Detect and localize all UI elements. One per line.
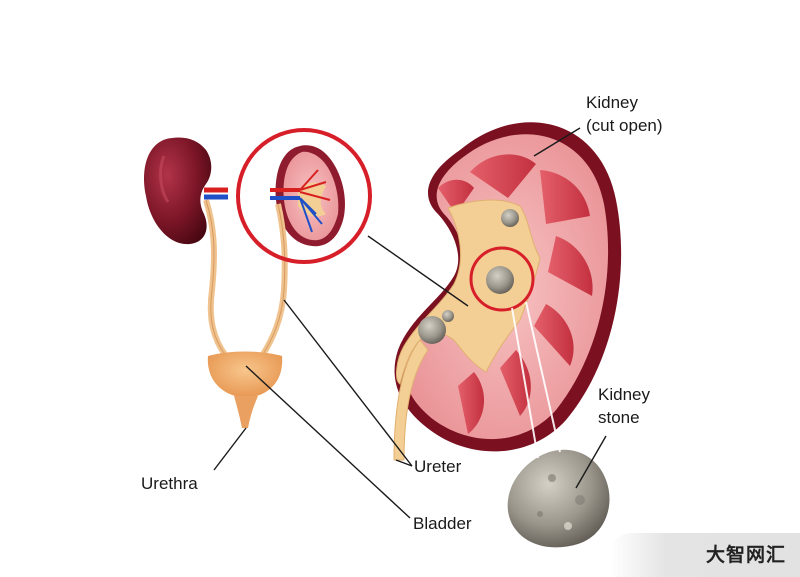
renal-pelvis (396, 199, 541, 385)
label-kidney-line2: (cut open) (586, 115, 663, 135)
renal-pyramids (438, 154, 593, 434)
label-stone-line1: Kidney (598, 385, 650, 404)
label-kidney-cut-open: Kidney (cut open) (586, 92, 663, 138)
ureter-left (203, 199, 229, 358)
watermark-text: 大智网汇 (705, 544, 786, 566)
zoom-circle-mini-kidney (270, 145, 346, 247)
label-ureter: Ureter (414, 457, 462, 476)
leader-lines (213, 127, 607, 519)
large-cut-kidney (393, 122, 622, 461)
label-urethra: Urethra (141, 474, 198, 493)
label-stone-line2: stone (598, 407, 640, 427)
whole-kidney (144, 137, 212, 245)
ureter-right-small (259, 203, 288, 358)
label-kidney-stone: Kidney stone (598, 384, 650, 430)
bladder-shape (207, 351, 283, 428)
kidney-stone-closeup (507, 449, 610, 548)
watermark-badge: 大智网汇 (610, 533, 800, 577)
stone-highlight-circle (469, 246, 535, 312)
label-kidney-line1: Kidney (586, 93, 638, 112)
stones-in-kidney (418, 209, 519, 344)
ureter-large (393, 339, 429, 461)
zoom-circle (236, 128, 372, 264)
stone-zoom-connector (511, 301, 561, 459)
label-bladder: Bladder (413, 514, 472, 533)
renal-vessels-left (204, 187, 228, 200)
